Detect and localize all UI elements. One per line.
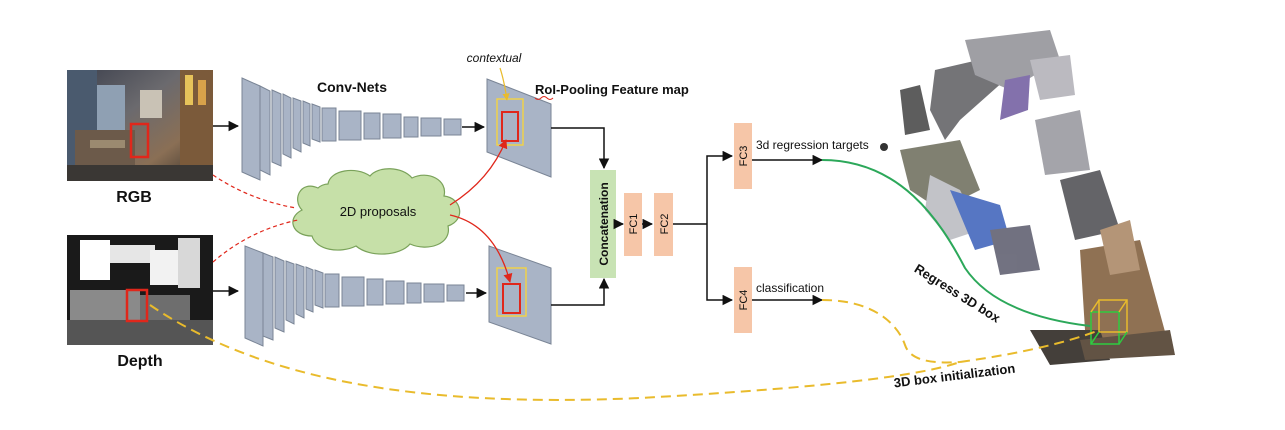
roi-underline-squiggle [534, 96, 554, 100]
init-curve-depth [149, 304, 961, 401]
fc4-label: FC4 [738, 290, 750, 311]
depth-proposal-box [125, 288, 149, 323]
proposal-link-rgb [212, 174, 297, 209]
init-curve-classification [821, 299, 961, 364]
roi-featuremap-depth [488, 245, 552, 345]
proposals-label: 2D proposals [340, 204, 417, 219]
concatenation-block [590, 170, 616, 278]
proposal-arrow-rgb [449, 139, 508, 206]
point-cloud-scene [900, 30, 1175, 365]
proposals-cloud [292, 168, 461, 255]
3d-box [1090, 299, 1128, 345]
arrow-roi-depth-to-concat [551, 277, 610, 306]
arrow-roi-rgb-to-concat [551, 127, 610, 170]
fc2-label: FC2 [659, 214, 671, 235]
concatenation-label: Concatenation [597, 182, 611, 265]
box-initialization-label: 3D box initialization [893, 361, 1016, 391]
conv-stack-depth [244, 245, 465, 347]
regression-blob-icon [880, 143, 888, 151]
proposal-arrow-depth [449, 214, 513, 283]
arrow-to-fc4 [706, 224, 734, 306]
roi-box-rgb [501, 111, 519, 142]
rgb-proposal-box [129, 122, 150, 159]
context-box-depth [496, 267, 527, 317]
rgb-image [67, 70, 213, 181]
init-curve-to-box [959, 329, 1101, 363]
fc3-label: FC3 [738, 146, 750, 167]
fc1-label: FC1 [628, 214, 640, 235]
conv-stack-rgb [241, 77, 462, 181]
roi-featuremap-rgb [486, 78, 552, 178]
regression-targets-label: 3d regression targets [756, 138, 869, 152]
depth-label: Depth [117, 353, 162, 370]
fc1-block [624, 193, 642, 256]
contextual-pointer [499, 67, 510, 101]
proposal-link-depth [212, 219, 299, 263]
rgb-label: RGB [116, 189, 152, 206]
depth-image [67, 235, 213, 345]
convnets-label: Conv-Nets [317, 79, 387, 95]
classification-label: classification [756, 281, 824, 295]
arrow-to-fc3 [706, 150, 734, 224]
regress-curve [821, 159, 1091, 327]
roi-box-depth [502, 283, 521, 314]
roi-pooling-label: RoI-Pooling Feature map [535, 82, 689, 97]
fc3-block [734, 123, 752, 189]
fc4-block [734, 267, 752, 333]
context-box-rgb [496, 98, 524, 146]
fc2-block [654, 193, 673, 256]
contextual-label: contextual [467, 51, 522, 65]
